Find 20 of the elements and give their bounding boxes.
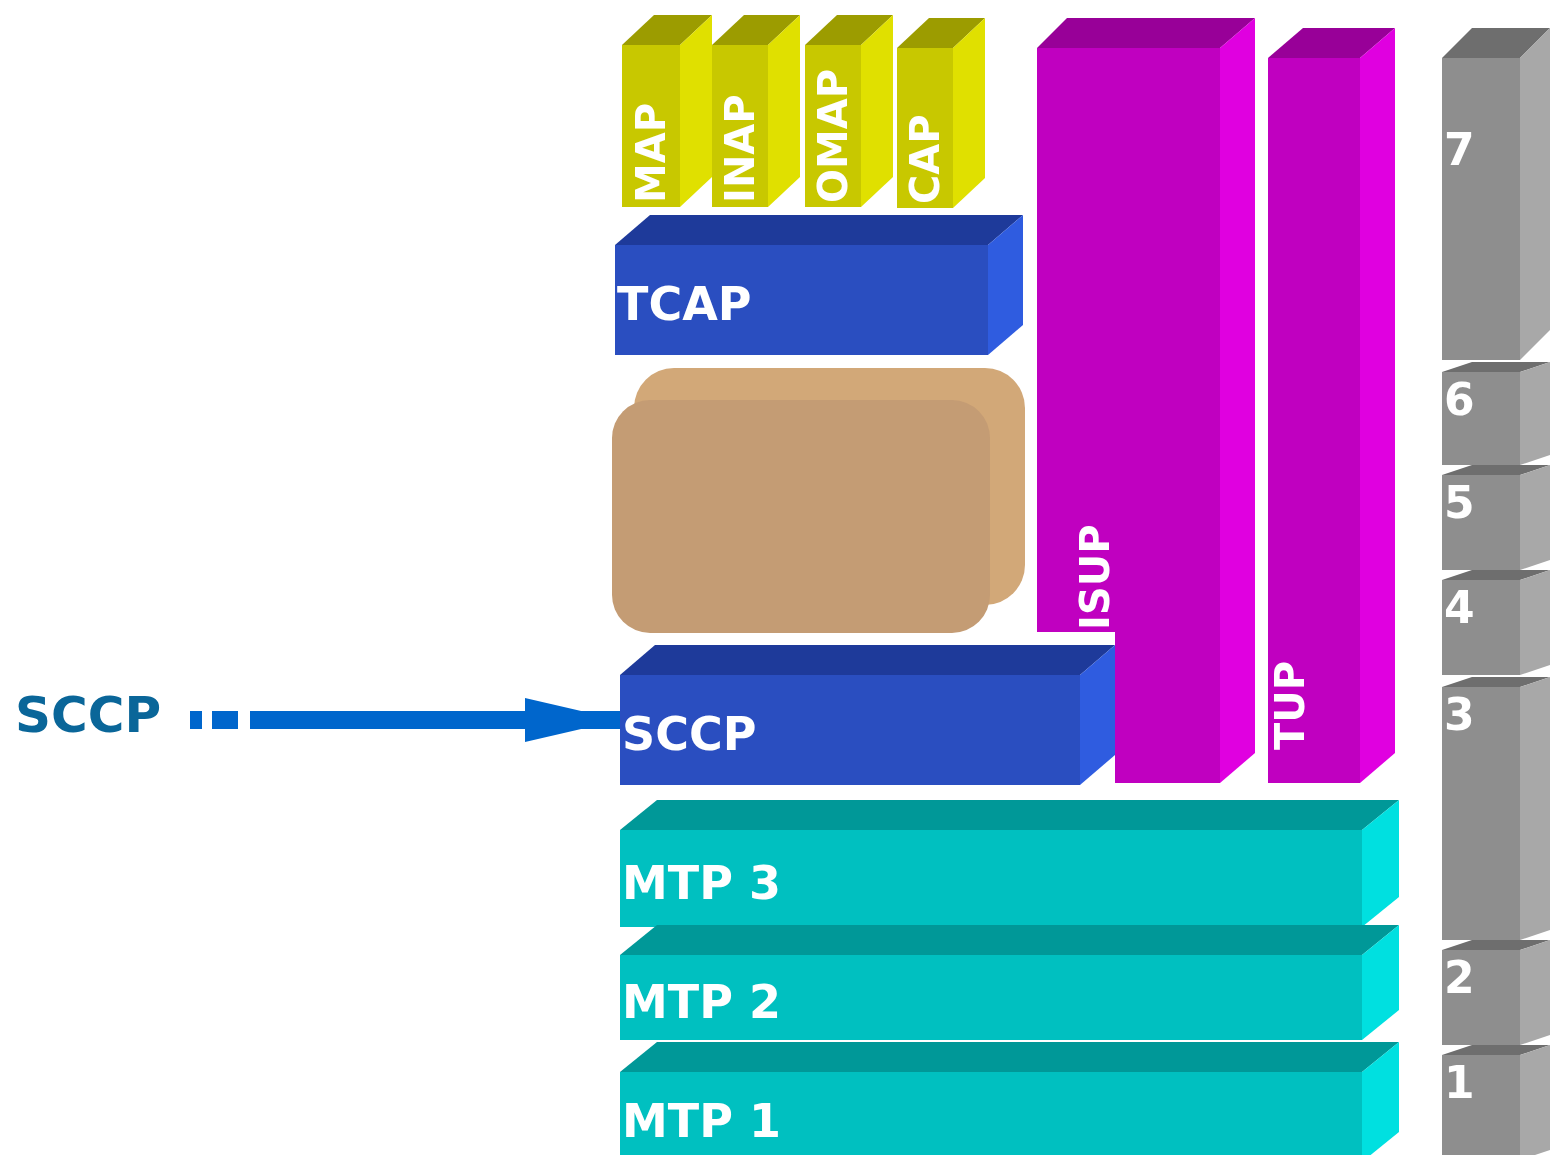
protocol-name: MTP 1 <box>622 1098 781 1144</box>
layer-number: 3 <box>1444 693 1475 737</box>
layer-name: SCCP <box>15 686 162 744</box>
protocol-name: TCAP <box>617 281 752 327</box>
protocol-name: MTP 3 <box>622 860 781 906</box>
layer-number: 7 <box>1444 128 1475 172</box>
protocol-name: CAP <box>905 114 945 204</box>
layer-number: 4 <box>1444 586 1475 630</box>
protocol-name: ISUP <box>1075 524 1115 630</box>
layer-number: 5 <box>1444 481 1475 525</box>
protocol-name: TUP <box>1270 660 1310 750</box>
layer-number: 2 <box>1444 956 1475 1000</box>
protocol-name: MTP 2 <box>622 979 781 1025</box>
protocol-name: INAP <box>720 94 760 203</box>
arrow <box>190 698 620 742</box>
protocol-name: OMAP <box>813 68 853 203</box>
protocol-name: SCCP <box>622 711 757 757</box>
layer-number: 1 <box>1444 1061 1475 1105</box>
protocol-name: MAP <box>631 102 671 203</box>
layer-number: 6 <box>1444 378 1475 422</box>
